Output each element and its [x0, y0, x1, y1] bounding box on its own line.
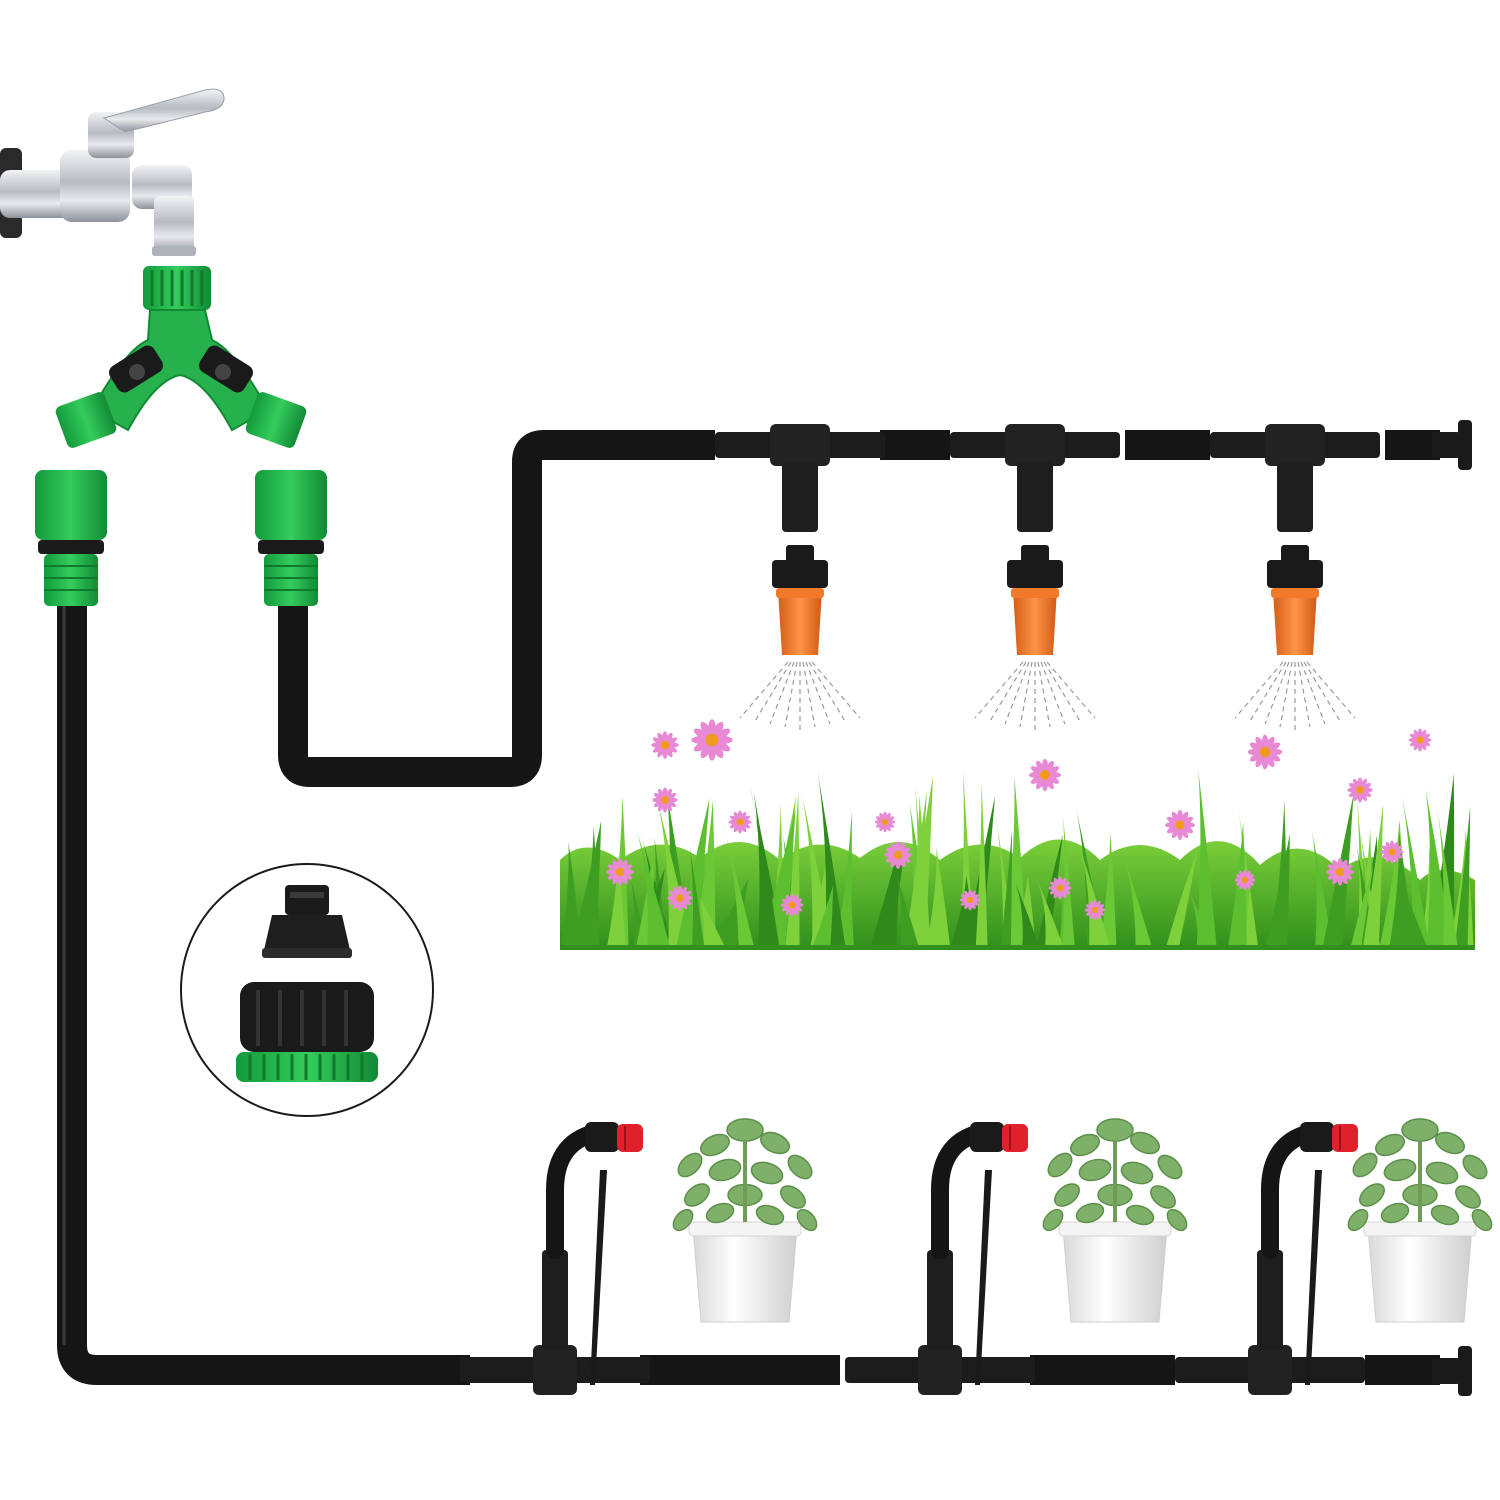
potted-plant-icon	[1347, 1118, 1493, 1323]
lower-end-plug	[1432, 1346, 1472, 1396]
misting-nozzle-icon	[1210, 424, 1380, 730]
grass-blade	[639, 827, 673, 945]
flower	[651, 731, 679, 759]
y-splitter-valve-icon	[55, 266, 307, 448]
grass-blade	[926, 847, 950, 945]
grass-blade	[1363, 804, 1384, 945]
lower-dripper-line	[460, 1118, 1493, 1395]
dripper-stake-icon	[1175, 1122, 1365, 1395]
flower	[780, 893, 804, 917]
grass-blade	[1122, 852, 1152, 945]
flower	[1028, 758, 1062, 792]
grass-blade	[694, 800, 716, 945]
flower	[667, 885, 693, 911]
grass-blade	[870, 843, 900, 945]
grass-blade	[1100, 832, 1117, 945]
grass-blade	[1186, 883, 1212, 945]
misting-nozzle-icon	[715, 424, 885, 730]
dripper-stake-icon	[845, 1122, 1035, 1395]
faucet-icon	[0, 88, 225, 256]
flower	[1326, 858, 1354, 886]
flower	[874, 811, 896, 833]
grass-blade	[1196, 769, 1217, 945]
grass-blade	[1062, 816, 1075, 945]
grass-blade	[1437, 810, 1458, 945]
grass-blade	[561, 841, 582, 945]
grass-blade	[722, 821, 754, 945]
grass-blade	[636, 830, 670, 945]
flower	[1380, 840, 1404, 864]
grass-blade	[813, 884, 834, 945]
hose-left-main	[57, 605, 470, 1385]
grass-blade	[1389, 831, 1414, 945]
grass-blade	[1311, 830, 1333, 945]
grass-blade	[1400, 788, 1430, 945]
grass-blade	[607, 854, 626, 945]
flower	[959, 889, 981, 911]
grass-blade	[895, 874, 919, 945]
flower	[652, 787, 678, 813]
grass-blade	[656, 797, 692, 945]
dripper-stake-icon	[460, 1122, 650, 1395]
flower	[1048, 876, 1072, 900]
flower	[1347, 777, 1373, 803]
grass-blade	[1036, 878, 1063, 945]
garden-bed-icon	[560, 719, 1475, 950]
grass-blade	[689, 845, 705, 945]
flower	[1165, 810, 1195, 840]
hose-right-riser	[278, 430, 715, 787]
grass-blade	[693, 884, 724, 945]
grass-blade	[1397, 874, 1427, 945]
flower	[884, 841, 912, 869]
flower	[691, 719, 733, 761]
grass-blade	[950, 875, 977, 945]
grass-blade	[817, 771, 846, 945]
grass-blade	[753, 791, 780, 945]
grass-blade	[905, 790, 927, 945]
misting-nozzle-icon	[950, 424, 1120, 730]
grass-blade	[1166, 851, 1198, 945]
grass-blade	[1455, 805, 1471, 945]
grass-blade	[904, 776, 933, 945]
tap-adapter-icon	[236, 885, 378, 1082]
hose-connector-left	[35, 470, 107, 606]
potted-plant-icon	[1042, 1118, 1188, 1323]
tap-adapter-inset	[180, 863, 434, 1117]
upper-end-plug	[1432, 420, 1472, 470]
grass-blade	[1000, 829, 1012, 945]
grass-blade	[1037, 834, 1063, 945]
grass-blade	[1014, 880, 1039, 945]
flower	[1084, 899, 1106, 921]
flower	[1234, 869, 1256, 891]
grass-blade	[1078, 843, 1110, 945]
potted-plant-icon	[672, 1118, 818, 1323]
grass-blade	[1265, 833, 1290, 945]
upper-nozzle-line	[715, 424, 1380, 730]
flower	[728, 810, 752, 834]
flower	[606, 858, 634, 886]
flower	[1247, 734, 1283, 770]
grass-blade	[582, 825, 600, 945]
hose-connector-right	[255, 470, 327, 606]
grass-blade	[839, 811, 852, 945]
flower	[1408, 728, 1432, 752]
grass-blade	[1351, 864, 1374, 945]
